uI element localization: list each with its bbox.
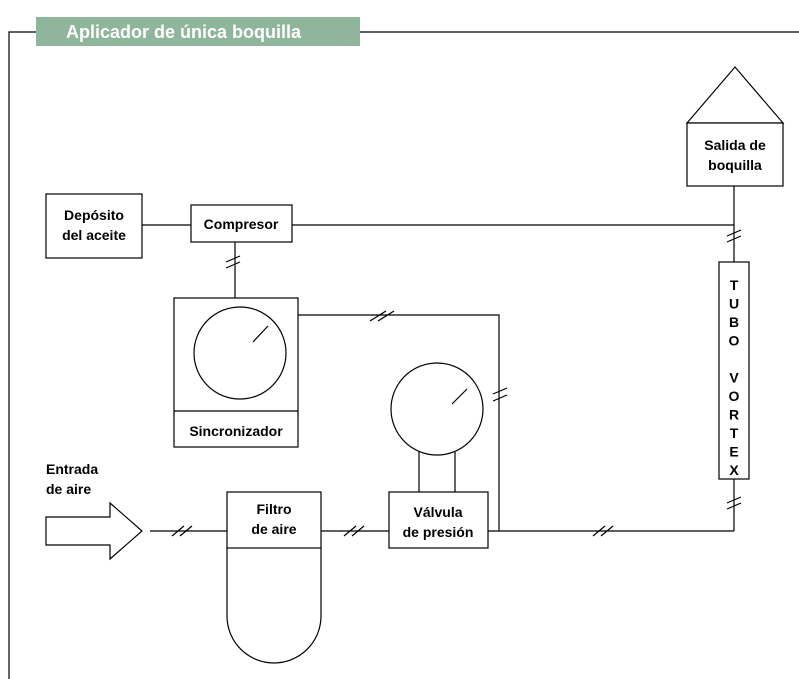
air-filter-box [226, 491, 322, 549]
nozzle-triangle [685, 66, 785, 124]
oil-tank-box [45, 193, 143, 259]
vortex-tube-letter: U [729, 296, 739, 312]
nozzle-outlet-box [686, 122, 784, 187]
vortex-tube-letter: T [730, 277, 739, 293]
synchronizer-box [173, 297, 299, 448]
air-filter-bowl [226, 548, 322, 664]
vortex-tube-letter: T [730, 425, 739, 441]
gauge-dial-needle [252, 325, 269, 343]
vortex-tube-letter: O [729, 388, 740, 404]
nozzle-outlet-label-1: Salida de [704, 137, 766, 153]
gauge-dial-icon [193, 306, 287, 400]
pressure-valve-label-1: Válvula [413, 504, 462, 520]
air-inlet-label-2: de aire [46, 481, 91, 497]
oil-tank-label-2: del aceite [62, 227, 126, 243]
vortex-tube-letter: R [729, 407, 739, 423]
diagram-title: Aplicador de única boquilla [66, 22, 302, 42]
vortex-tube-letter: X [729, 462, 739, 478]
compressor-label: Compresor [204, 216, 279, 232]
vortex-tube-letter: V [729, 370, 739, 386]
oil-tank-label-1: Depósito [64, 207, 124, 223]
title-tab [36, 17, 360, 46]
pressure-valve-box [388, 491, 489, 549]
pressure-valve-label-2: de presión [403, 524, 474, 540]
vortex-tube-box [718, 261, 750, 480]
frame-border [8, 31, 799, 679]
vortex-tube-letter: E [729, 444, 738, 460]
vortex-tube-letter: B [729, 314, 739, 330]
pressure-gauge-needle [451, 388, 468, 405]
compressor-box [190, 204, 293, 243]
air-inlet-label-1: Entrada [46, 461, 98, 477]
pressure-gauge-icon [390, 362, 484, 456]
air-filter-label-1: Filtro [257, 501, 292, 517]
vortex-tube-letter: O [729, 333, 740, 349]
synchronizer-label: Sincronizador [189, 423, 283, 439]
break-marks [171, 229, 742, 537]
air-filter-label-2: de aire [251, 521, 296, 537]
nozzle-outlet-label-2: boquilla [708, 157, 762, 173]
line-sync-to-main [298, 314, 500, 531]
arrow-right-icon [45, 501, 143, 561]
